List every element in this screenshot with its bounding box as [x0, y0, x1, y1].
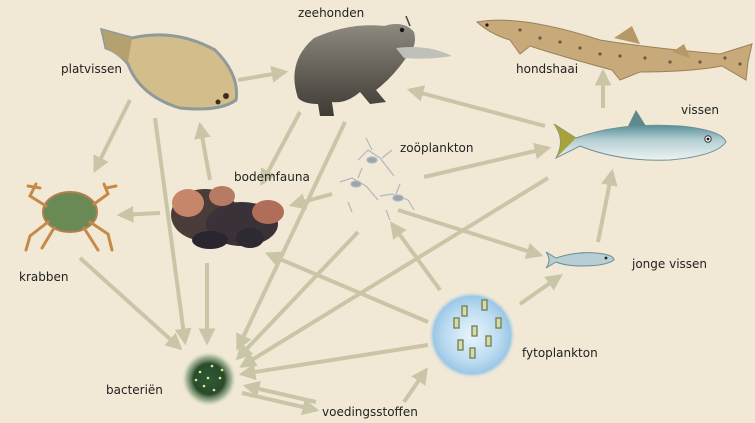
label-fytoplankton: fytoplankton	[522, 346, 598, 360]
label-hondshaai: hondshaai	[516, 62, 578, 76]
label-platvissen: platvissen	[61, 62, 122, 76]
label-krabben: krabben	[19, 270, 68, 284]
label-voedingsstoffen: voedingsstoffen	[322, 405, 418, 419]
bacteria-icon	[181, 351, 237, 407]
label-bodemfauna: bodemfauna	[234, 170, 310, 184]
arrow-bodemfauna-to-krabben	[120, 213, 160, 215]
label-vissen: vissen	[681, 103, 719, 117]
label-bacterien: bacteriën	[106, 383, 163, 397]
label-zooplankton: zoöplankton	[400, 141, 474, 155]
label-jonge-vissen: jonge vissen	[631, 257, 707, 271]
phytoplankton-icon	[428, 291, 516, 379]
label-zeehonden: zeehonden	[298, 6, 364, 20]
